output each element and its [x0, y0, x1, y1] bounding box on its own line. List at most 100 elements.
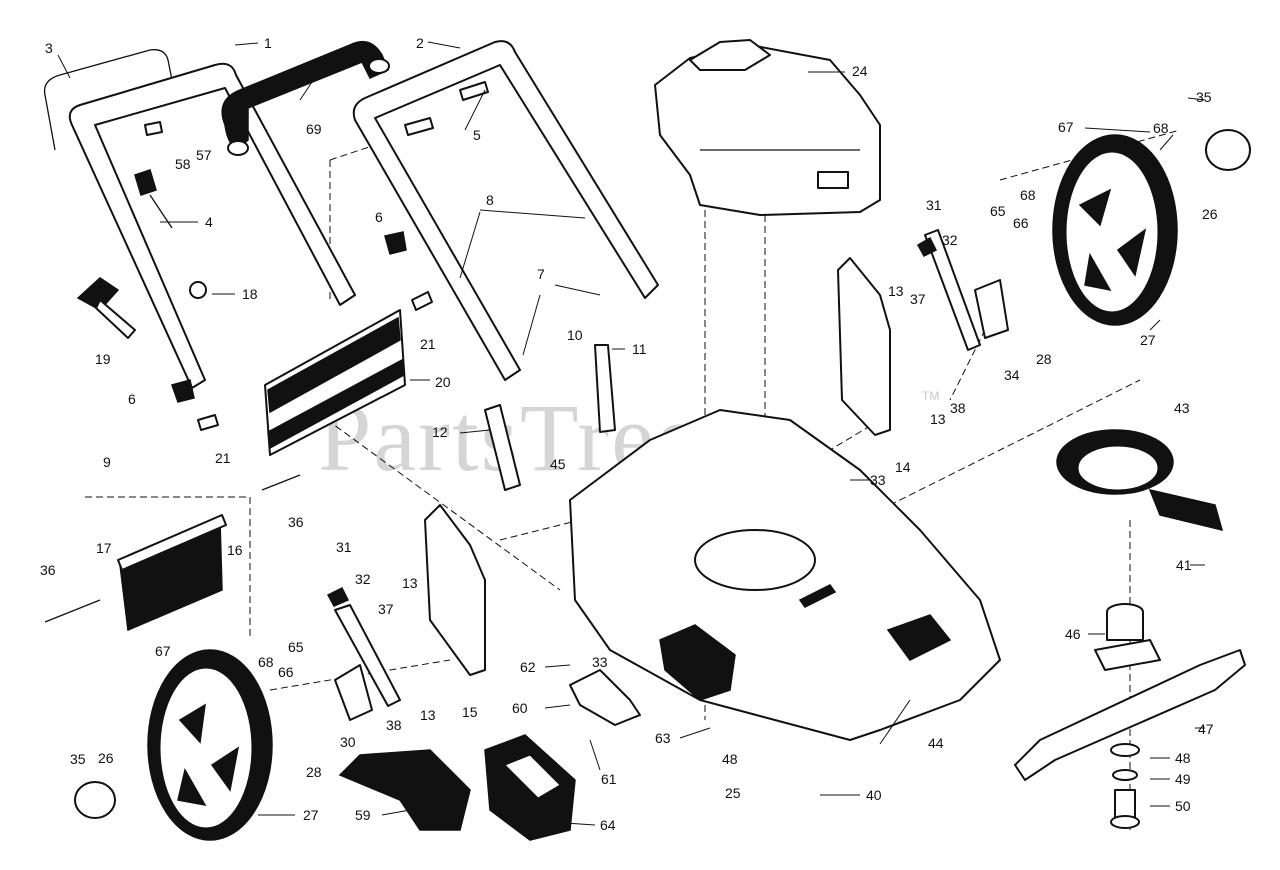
blade-adapter-46	[1094, 603, 1161, 671]
callout-41: 41	[1176, 557, 1192, 573]
callout-32-left: 32	[355, 571, 371, 587]
hubcaps-35	[74, 129, 1251, 819]
callouts: 1 2 3 4 5 6 6 7 8 9 10 11 12 13 13 13 13…	[40, 35, 1218, 833]
callout-26-right: 26	[1202, 206, 1218, 222]
callout-40: 40	[866, 787, 882, 803]
callout-10: 10	[567, 327, 583, 343]
callout-49: 49	[1175, 771, 1191, 787]
upper-handle-3	[43, 49, 176, 151]
callout-38-left: 38	[386, 717, 402, 733]
mower-deck-44	[569, 409, 1001, 741]
leader-lines	[57, 41, 1206, 826]
callout-62: 62	[520, 659, 536, 675]
foam-grip-69	[221, 40, 390, 156]
mulch-plug-59	[338, 749, 471, 831]
callout-11: 11	[632, 341, 647, 357]
callout-48-right: 48	[1175, 750, 1191, 766]
callout-66-right: 66	[1013, 215, 1029, 231]
callout-37-right: 37	[910, 291, 926, 307]
baffle-43	[1056, 429, 1224, 532]
callout-33-right: 33	[870, 472, 886, 488]
callout-17: 17	[96, 540, 112, 556]
height-plates	[484, 344, 616, 491]
callout-21-left: 21	[215, 450, 231, 466]
callout-13-b: 13	[930, 411, 946, 427]
height-adjuster-left-15	[424, 504, 486, 676]
discharge-chute-64	[484, 734, 576, 841]
callout-5: 5	[473, 127, 481, 143]
knob-19	[76, 277, 136, 339]
callout-30: 30	[340, 734, 356, 750]
callout-28-left: 28	[306, 764, 322, 780]
hardware-small	[134, 81, 489, 431]
lower-handle-2	[352, 40, 659, 381]
callout-18: 18	[242, 286, 258, 302]
front-wheel-27	[147, 649, 273, 841]
callout-68-left: 68	[258, 654, 274, 670]
callout-13-c: 13	[402, 575, 418, 591]
callout-24: 24	[852, 63, 868, 79]
callout-31-left: 31	[336, 539, 352, 555]
callout-32-right: 32	[942, 232, 958, 248]
callout-43: 43	[1174, 400, 1190, 416]
callout-34: 34	[1004, 367, 1020, 383]
adjuster-levers	[326, 229, 1009, 721]
callout-13-a: 13	[888, 283, 904, 299]
callout-60: 60	[512, 700, 528, 716]
callout-8: 8	[486, 192, 494, 208]
callout-12: 12	[432, 424, 448, 440]
callout-26-left: 26	[98, 750, 114, 766]
callout-46: 46	[1065, 626, 1081, 642]
callout-65-right: 65	[990, 203, 1006, 219]
callout-67-right: 67	[1058, 119, 1074, 135]
callout-50: 50	[1175, 798, 1191, 814]
callout-7: 7	[537, 266, 545, 282]
callout-59: 59	[355, 807, 371, 823]
rear-door-9	[44, 474, 301, 632]
callout-67-left: 67	[155, 643, 171, 659]
callout-58: 58	[175, 156, 191, 172]
callout-9: 9	[103, 454, 111, 470]
chute-bracket-60	[569, 669, 641, 726]
callout-65-left: 65	[288, 639, 304, 655]
rear-wheel-27	[1052, 134, 1178, 326]
callout-15: 15	[462, 704, 478, 720]
height-adjuster-right-14	[837, 257, 891, 436]
callout-16: 16	[227, 542, 243, 558]
knobs-6	[171, 231, 407, 403]
callout-36-left: 36	[40, 562, 56, 578]
callout-27-left: 27	[303, 807, 319, 823]
callout-20: 20	[435, 374, 451, 390]
callout-14: 14	[895, 459, 911, 475]
callout-31-right: 31	[926, 197, 942, 213]
upper-handle-1	[68, 62, 356, 389]
callout-19: 19	[95, 351, 111, 367]
callout-28-right: 28	[1036, 351, 1052, 367]
callout-44: 44	[928, 735, 944, 751]
callout-25: 25	[725, 785, 741, 801]
callout-57: 57	[196, 147, 212, 163]
callout-21-right: 21	[420, 336, 436, 352]
callout-45: 45	[550, 456, 566, 472]
callout-2: 2	[416, 35, 424, 51]
callout-33-left: 33	[592, 654, 608, 670]
callout-4: 4	[205, 214, 213, 230]
callout-6-left: 6	[128, 391, 136, 407]
callout-68-top: 68	[1153, 120, 1169, 136]
callout-27-right: 27	[1140, 332, 1156, 348]
callout-48-center: 48	[722, 751, 738, 767]
callout-13-d: 13	[420, 707, 436, 723]
callout-64: 64	[600, 817, 616, 833]
callout-63: 63	[655, 730, 671, 746]
engine-24	[654, 39, 881, 216]
callout-38-right: 38	[950, 400, 966, 416]
blade-47	[1014, 649, 1246, 781]
callout-3: 3	[45, 40, 53, 56]
bag-frame-20	[264, 309, 406, 456]
callout-68-mid: 68	[1020, 187, 1036, 203]
callout-37-left: 37	[378, 601, 394, 617]
callout-35-right: 35	[1196, 89, 1212, 105]
callout-47: 47	[1198, 721, 1214, 737]
callout-35-left: 35	[70, 751, 86, 767]
callout-69: 69	[306, 121, 322, 137]
